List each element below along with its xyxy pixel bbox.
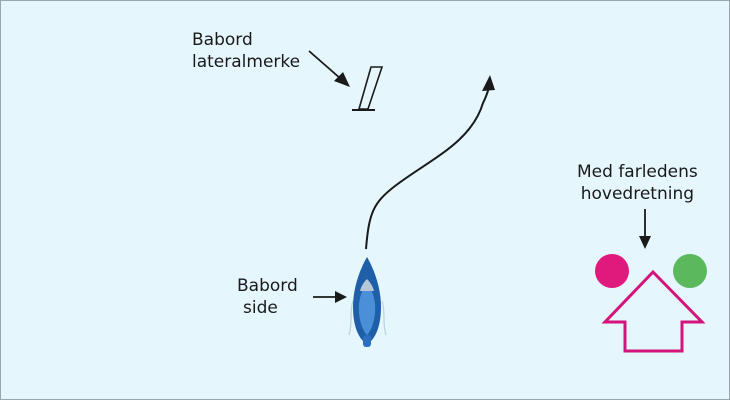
port-marker-label: Babord lateralmerke <box>192 29 300 73</box>
direction-pointer-arrow <box>639 209 651 249</box>
boat-icon <box>348 257 387 347</box>
main-direction-label-line1: Med farledens <box>577 162 698 182</box>
main-direction-label-line2: hovedretning <box>580 184 695 204</box>
port-marker-label-line2: lateralmerke <box>192 52 301 72</box>
port-marker-label-line1: Babord <box>192 30 253 50</box>
main-direction-label: Med farledens hovedretning <box>577 161 698 205</box>
magenta-light-icon <box>595 254 629 288</box>
marker-pointer-arrow <box>308 50 350 87</box>
green-light-icon <box>673 254 707 288</box>
port-lateral-marker-icon <box>352 66 384 111</box>
port-side-label-line1: Babord <box>237 276 298 296</box>
main-direction-arrow-icon <box>601 269 706 353</box>
port-side-label-line2: side <box>243 298 278 318</box>
port-side-label: Babord side <box>237 275 298 319</box>
port-side-pointer-arrow <box>313 291 347 303</box>
boat-course-arrow <box>365 75 495 250</box>
